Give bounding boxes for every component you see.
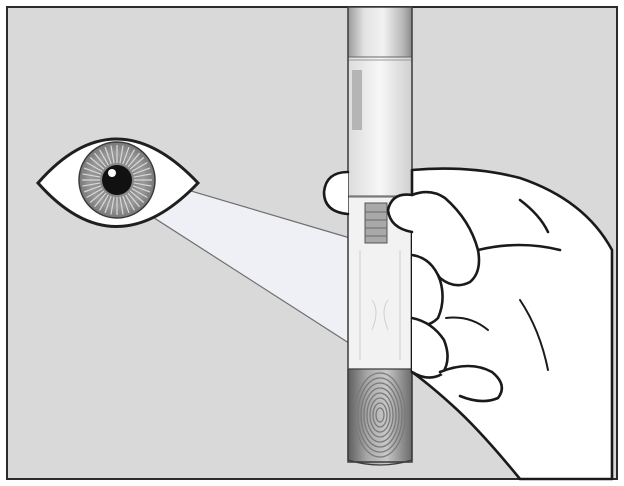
hand (322, 167, 614, 481)
eye-icon (36, 137, 201, 228)
injection-pen (347, 6, 413, 466)
